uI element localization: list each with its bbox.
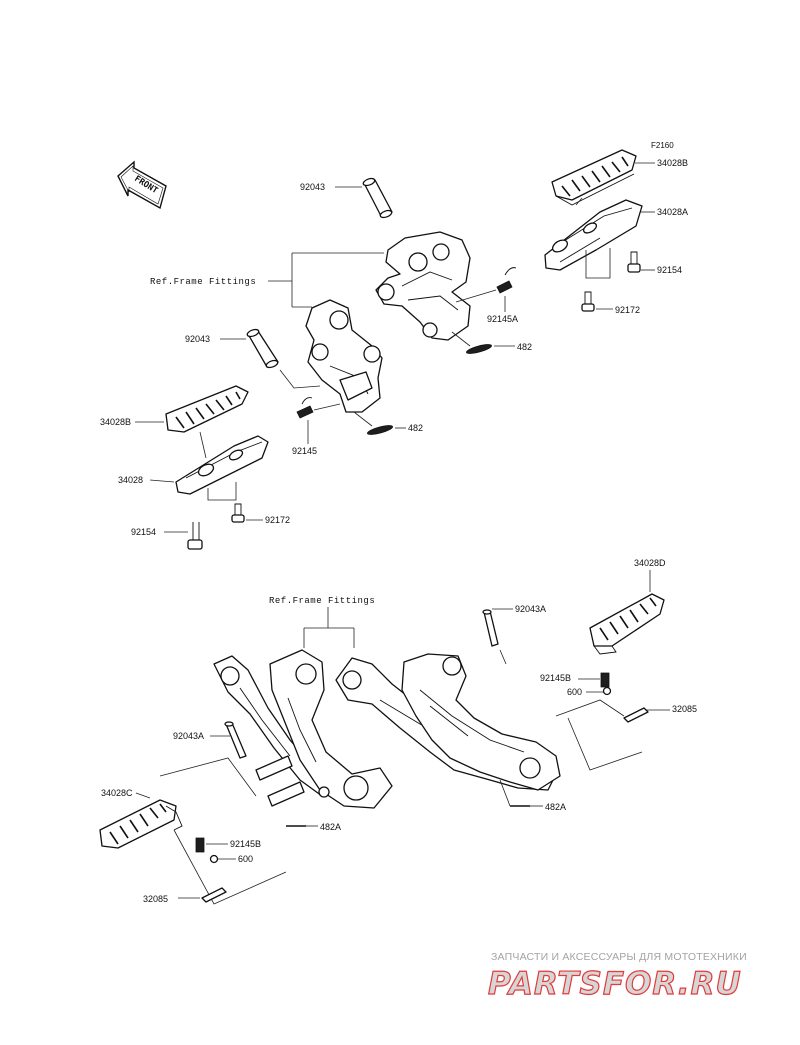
front-arrow-icon (117, 160, 167, 210)
label-600-right: 600 (567, 687, 582, 697)
label-482-mid: 482 (408, 423, 423, 433)
label-92172-right: 92172 (615, 305, 640, 315)
label-92043-mid: 92043 (185, 334, 210, 344)
label-92154-right: 92154 (657, 265, 682, 275)
step-bracket-lower (305, 299, 383, 413)
label-92172-left: 92172 (265, 515, 290, 525)
step-bracket-upper (375, 231, 471, 341)
watermark-tagline: ЗАПЧАСТИ И АКСЕССУАРЫ ДЛЯ МОТОТЕХНИКИ (491, 951, 747, 963)
step-arm-left-lower (255, 755, 305, 807)
footpeg-34028D (589, 593, 665, 655)
footpeg-rubber-34028B-top (551, 149, 637, 206)
pin-92043A-right (482, 609, 499, 647)
label-92145B-right: 92145B (540, 673, 571, 683)
label-34028C: 34028C (101, 788, 133, 798)
step-bracket-bottom-right (401, 653, 561, 791)
footpeg-rubber-34028B-left (165, 385, 249, 433)
detent-plate-32085-right (623, 707, 649, 723)
bolt-92172-left (231, 503, 245, 523)
label-92043A-right: 92043A (515, 604, 546, 614)
label-34028A: 34028A (657, 207, 688, 217)
watermark-logo: PARTSFOR.RU (488, 966, 742, 1002)
detent-plate-32085-left (201, 887, 227, 903)
spring-92145B-left (195, 837, 205, 853)
spring-92145A (496, 267, 517, 294)
ref-frame-label-top: Ref.Frame Fittings (150, 277, 256, 287)
label-32085-right: 32085 (672, 704, 697, 714)
label-92154-left: 92154 (131, 527, 156, 537)
label-92145B-left: 92145B (230, 839, 261, 849)
pin-92043-mid (246, 328, 279, 369)
hanger-arm-mid (269, 649, 393, 809)
bolt-92154-left (187, 522, 203, 550)
label-34028D: 34028D (634, 558, 666, 568)
spring-92145 (296, 397, 314, 419)
ref-frame-bracket-top (268, 252, 384, 308)
pin-92043-top (362, 177, 393, 219)
circlip-482-top (466, 344, 492, 354)
ball-600-right (602, 686, 612, 696)
label-482A-right: 482A (545, 802, 566, 812)
label-92145A: 92145A (487, 314, 518, 324)
label-600-left: 600 (238, 854, 253, 864)
bolt-92172-right (581, 291, 595, 312)
label-482A-left: 482A (320, 822, 341, 832)
label-34028B-top: 34028B (657, 158, 688, 168)
label-34028B-left: 34028B (100, 417, 131, 427)
bolt-92154-right (627, 251, 641, 273)
pin-92043A-left (224, 721, 247, 759)
label-92043A-left: 92043A (173, 731, 204, 741)
spring-92145B-right (600, 672, 610, 688)
footpeg-34028C (99, 799, 183, 849)
label-482-top: 482 (517, 342, 532, 352)
figure-code: F2160 (651, 141, 674, 150)
label-32085-left: 32085 (143, 894, 168, 904)
footpeg-34028A (544, 199, 643, 271)
ref-frame-bracket-bottom (303, 607, 355, 648)
label-92145: 92145 (292, 446, 317, 456)
ball-600-left (209, 854, 219, 864)
footpeg-34028 (175, 435, 269, 495)
label-92043-top: 92043 (300, 182, 325, 192)
circlip-482-mid (367, 425, 393, 435)
ref-frame-label-bottom: Ref.Frame Fittings (269, 596, 375, 606)
label-34028: 34028 (118, 475, 143, 485)
